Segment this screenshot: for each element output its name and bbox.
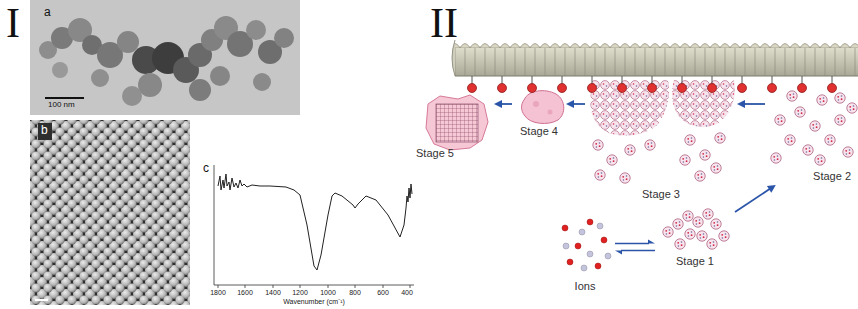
membrane-pins <box>472 76 832 84</box>
axis-label: 1800 <box>210 289 226 297</box>
scale-bar <box>45 97 84 99</box>
sem-image <box>30 120 190 305</box>
stage-node: Stage 1 <box>655 200 735 270</box>
axis-label: Wavenumber (cm⁻¹) <box>283 298 345 306</box>
panel-numeral: I <box>6 0 20 46</box>
membrane <box>452 40 858 76</box>
scale-bar <box>35 299 48 301</box>
stage-node: Stage 4 <box>512 88 566 140</box>
tem-image <box>30 0 300 115</box>
crystal-illustration <box>426 95 488 150</box>
axis-label: 1400 <box>265 289 281 297</box>
axis-label: 1000 <box>320 289 336 297</box>
axis-label: 1600 <box>237 289 253 297</box>
ftir-plot <box>195 158 420 306</box>
stage-label: Stage 3 <box>642 188 680 201</box>
flow-arrow <box>494 100 512 108</box>
panel-letter: a <box>44 6 51 19</box>
panel-letter: c <box>203 162 209 175</box>
prenucleation-cluster <box>663 209 729 249</box>
axis-label: 400 <box>401 289 413 297</box>
stage-node: Stage 5 <box>412 92 494 162</box>
flow-arrow <box>735 185 776 212</box>
panel-letter: b <box>41 124 48 137</box>
membrane-heads <box>468 84 837 93</box>
axis-label: 800 <box>349 289 361 297</box>
stage-node: Stage 3 <box>585 85 737 203</box>
stage-label: Ions <box>575 280 596 293</box>
panel-numeral: II <box>430 0 458 46</box>
axis-label: 600 <box>377 289 389 297</box>
stage-label: Stage 2 <box>813 170 851 183</box>
stage-label: Stage 5 <box>416 147 454 160</box>
axis-label: 100 nm <box>48 101 75 110</box>
flow-arrow <box>737 100 765 108</box>
axis-label: 1200 <box>292 289 308 297</box>
stage-node: Stage 2 <box>765 85 855 185</box>
flow-arrow <box>615 240 655 255</box>
particles-illustration <box>771 91 857 165</box>
flow-arrow <box>566 100 585 108</box>
stage-node: Ions <box>555 215 615 295</box>
stage-label: Stage 1 <box>676 255 714 268</box>
stage-label: Stage 4 <box>520 125 558 138</box>
ions-illustration <box>562 219 611 271</box>
amorphous-illustration <box>522 91 564 124</box>
cluster-illustration <box>590 80 735 183</box>
